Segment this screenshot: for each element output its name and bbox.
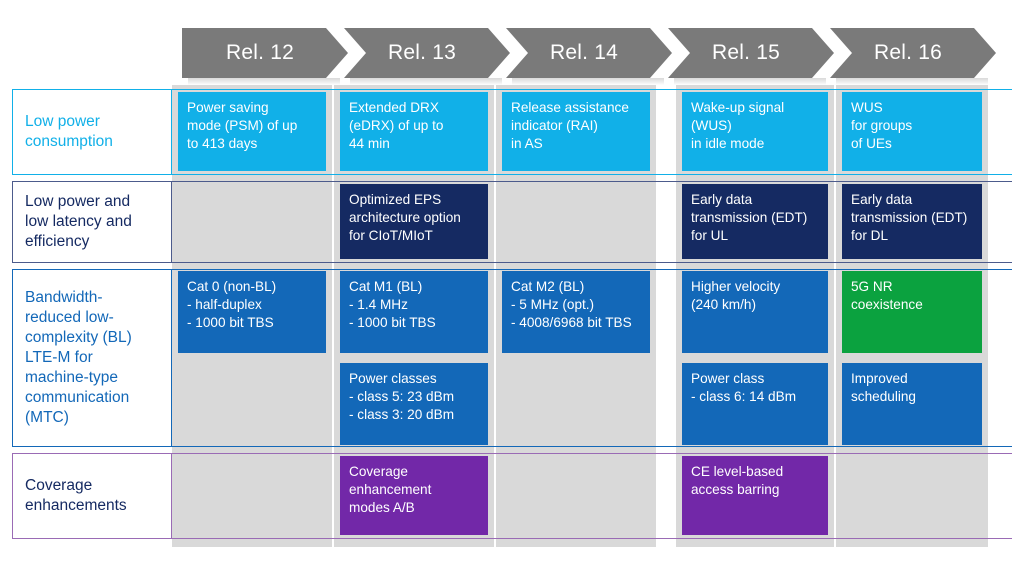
row-divider-coverage-enhancements-bottom xyxy=(12,538,1012,539)
feature-cell-bandwidth-reduced-low-complexity-bottom-col2[interactable]: Power classes - class 5: 23 dBm - class … xyxy=(340,363,488,445)
release-chevron-label: Rel. 14 xyxy=(550,41,618,64)
feature-cell-coverage-enhancements-col4[interactable]: CE level-based access barring xyxy=(682,456,828,535)
feature-cell-low-power-low-latency-efficiency-col5[interactable]: Early data transmission (EDT) for DL xyxy=(842,184,982,259)
release-chevron-5[interactable]: Rel. 16 xyxy=(830,28,996,78)
chevron-shadow-1 xyxy=(188,78,340,85)
release-chevron-2[interactable]: Rel. 13 xyxy=(344,28,510,78)
row-divider-coverage-enhancements-top xyxy=(12,453,1012,454)
row-divider-low-power-low-latency-efficiency-top xyxy=(12,181,1012,182)
feature-cell-bandwidth-reduced-low-complexity-top-col4[interactable]: Higher velocity (240 km/h) xyxy=(682,271,828,353)
release-chevron-label: Rel. 15 xyxy=(712,41,780,64)
row-divider-low-power-low-latency-efficiency-bottom xyxy=(12,262,1012,263)
feature-cell-bandwidth-reduced-low-complexity-bottom-col5[interactable]: Improved scheduling xyxy=(842,363,982,445)
feature-cell-bandwidth-reduced-low-complexity-top-col1[interactable]: Cat 0 (non-BL) - half-duplex - 1000 bit … xyxy=(178,271,326,353)
row-divider-low-power-consumption-top xyxy=(12,89,1012,90)
chevron-shadow-3 xyxy=(512,78,664,85)
release-chevron-3[interactable]: Rel. 14 xyxy=(506,28,672,78)
chevron-shadow-4 xyxy=(674,78,826,85)
feature-cell-low-power-low-latency-efficiency-col2[interactable]: Optimized EPS architecture option for CI… xyxy=(340,184,488,259)
row-label-coverage-enhancements: Coverage enhancements xyxy=(12,453,172,539)
release-timeline-header: Rel. 12 Rel. 13 Rel. 14 Rel. 15 Rel. 16 xyxy=(182,28,990,85)
release-chevron-label: Rel. 12 xyxy=(226,41,294,64)
feature-cell-coverage-enhancements-col2[interactable]: Coverage enhancement modes A/B xyxy=(340,456,488,535)
row-divider-bandwidth-reduced-low-complexity-bottom xyxy=(12,446,1012,447)
chevron-shadow-2 xyxy=(350,78,502,85)
feature-cell-bandwidth-reduced-low-complexity-top-col5[interactable]: 5G NR coexistence xyxy=(842,271,982,353)
feature-cell-low-power-consumption-col2[interactable]: Extended DRX (eDRX) of up to 44 min xyxy=(340,92,488,171)
row-label-low-power-consumption: Low power consumption xyxy=(12,89,172,175)
row-divider-low-power-consumption-bottom xyxy=(12,174,1012,175)
row-label-bandwidth-reduced-low-complexity: Bandwidth- reduced low- complexity (BL) … xyxy=(12,269,172,447)
row-divider-bandwidth-reduced-low-complexity-top xyxy=(12,269,1012,270)
feature-cell-low-power-consumption-col5[interactable]: WUS for groups of UEs xyxy=(842,92,982,171)
feature-cell-low-power-low-latency-efficiency-col4[interactable]: Early data transmission (EDT) for UL xyxy=(682,184,828,259)
feature-cell-bandwidth-reduced-low-complexity-top-col3[interactable]: Cat M2 (BL) - 5 MHz (opt.) - 4008/6968 b… xyxy=(502,271,650,353)
release-chevron-1[interactable]: Rel. 12 xyxy=(182,28,348,78)
feature-cell-low-power-consumption-col1[interactable]: Power saving mode (PSM) of up to 413 day… xyxy=(178,92,326,171)
feature-cell-bandwidth-reduced-low-complexity-bottom-col4[interactable]: Power class - class 6: 14 dBm xyxy=(682,363,828,445)
release-chevron-label: Rel. 16 xyxy=(874,41,942,64)
row-label-low-power-low-latency-efficiency: Low power and low latency and efficiency xyxy=(12,181,172,263)
release-chevron-4[interactable]: Rel. 15 xyxy=(668,28,834,78)
feature-cell-low-power-consumption-col4[interactable]: Wake-up signal (WUS) in idle mode xyxy=(682,92,828,171)
feature-cell-low-power-consumption-col3[interactable]: Release assistance indicator (RAI) in AS xyxy=(502,92,650,171)
release-chevron-label: Rel. 13 xyxy=(388,41,456,64)
feature-cell-bandwidth-reduced-low-complexity-top-col2[interactable]: Cat M1 (BL) - 1.4 MHz - 1000 bit TBS xyxy=(340,271,488,353)
chevron-shadow-5 xyxy=(836,78,988,85)
